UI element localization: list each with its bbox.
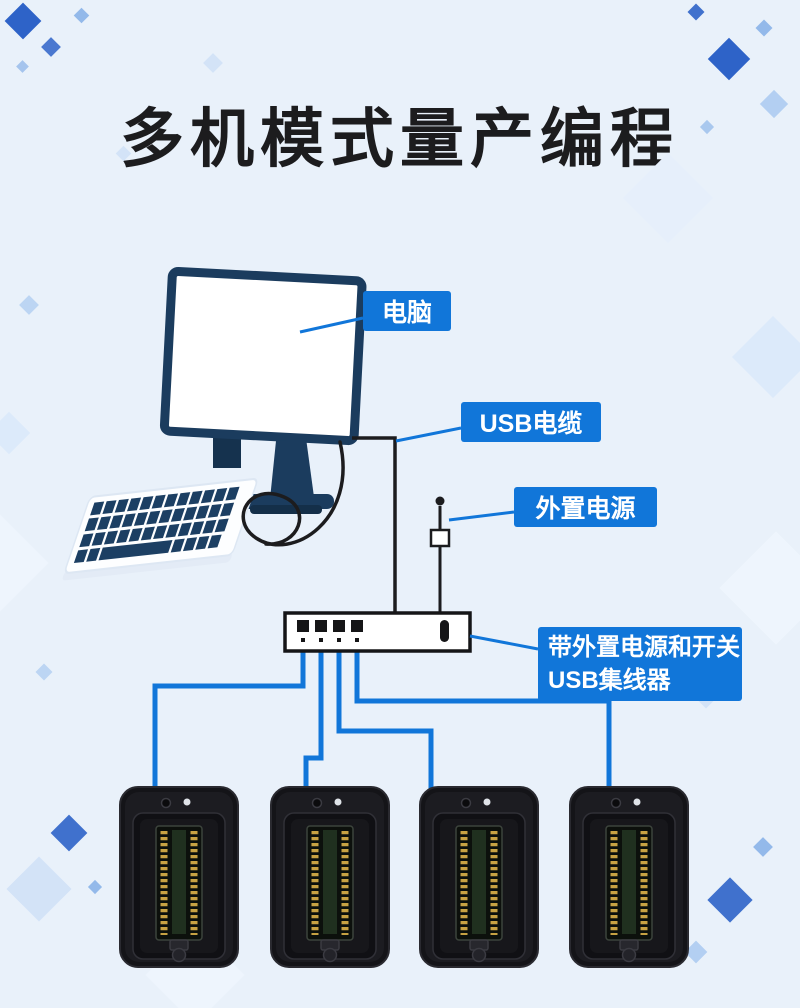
power-plug-tip: [435, 496, 445, 506]
label-computer-text: 电脑: [381, 299, 432, 327]
programmer-device-3: [420, 787, 538, 967]
hub-device-cables: [152, 651, 612, 796]
programmer-devices: [120, 787, 688, 967]
monitor-cable: [241, 440, 345, 547]
callout-line-computer: [299, 316, 364, 334]
usb-hub-switch: [440, 620, 449, 642]
computer-monitor: [159, 266, 367, 514]
label-usb-cable-text: USB电缆: [479, 410, 583, 438]
label-usb-hub-line1: 带外置电源和开关: [548, 634, 740, 661]
cables: [241, 436, 442, 614]
label-external-power-text: 外置电源: [535, 495, 636, 523]
label-external-power: 外置电源: [514, 487, 657, 527]
label-usb-hub-line2: USB集线器: [548, 667, 671, 694]
usb-hub: [283, 611, 472, 653]
programmer-device-4: [570, 787, 688, 967]
callout-line-hub: [469, 634, 539, 651]
programmer-device-2: [271, 787, 389, 967]
keyboard: [62, 478, 258, 581]
monitor-screen: [159, 266, 367, 446]
callout-line-usb: [395, 426, 462, 443]
monitor-stand: [270, 438, 314, 499]
label-usb-cable: USB电缆: [461, 402, 601, 442]
callout-lines: [299, 316, 539, 651]
programmer-device-1: [120, 787, 238, 967]
power-adapter: [429, 528, 451, 548]
usb-cable-line: [352, 436, 397, 614]
label-usb-hub: 带外置电源和开关 USB集线器: [538, 627, 742, 701]
page-title: 多机模式量产编程: [120, 103, 680, 175]
callout-line-power: [448, 510, 515, 522]
usb-hub-ports: [297, 620, 449, 642]
label-computer: 电脑: [363, 291, 451, 331]
monitor-base-shadow: [250, 505, 322, 514]
